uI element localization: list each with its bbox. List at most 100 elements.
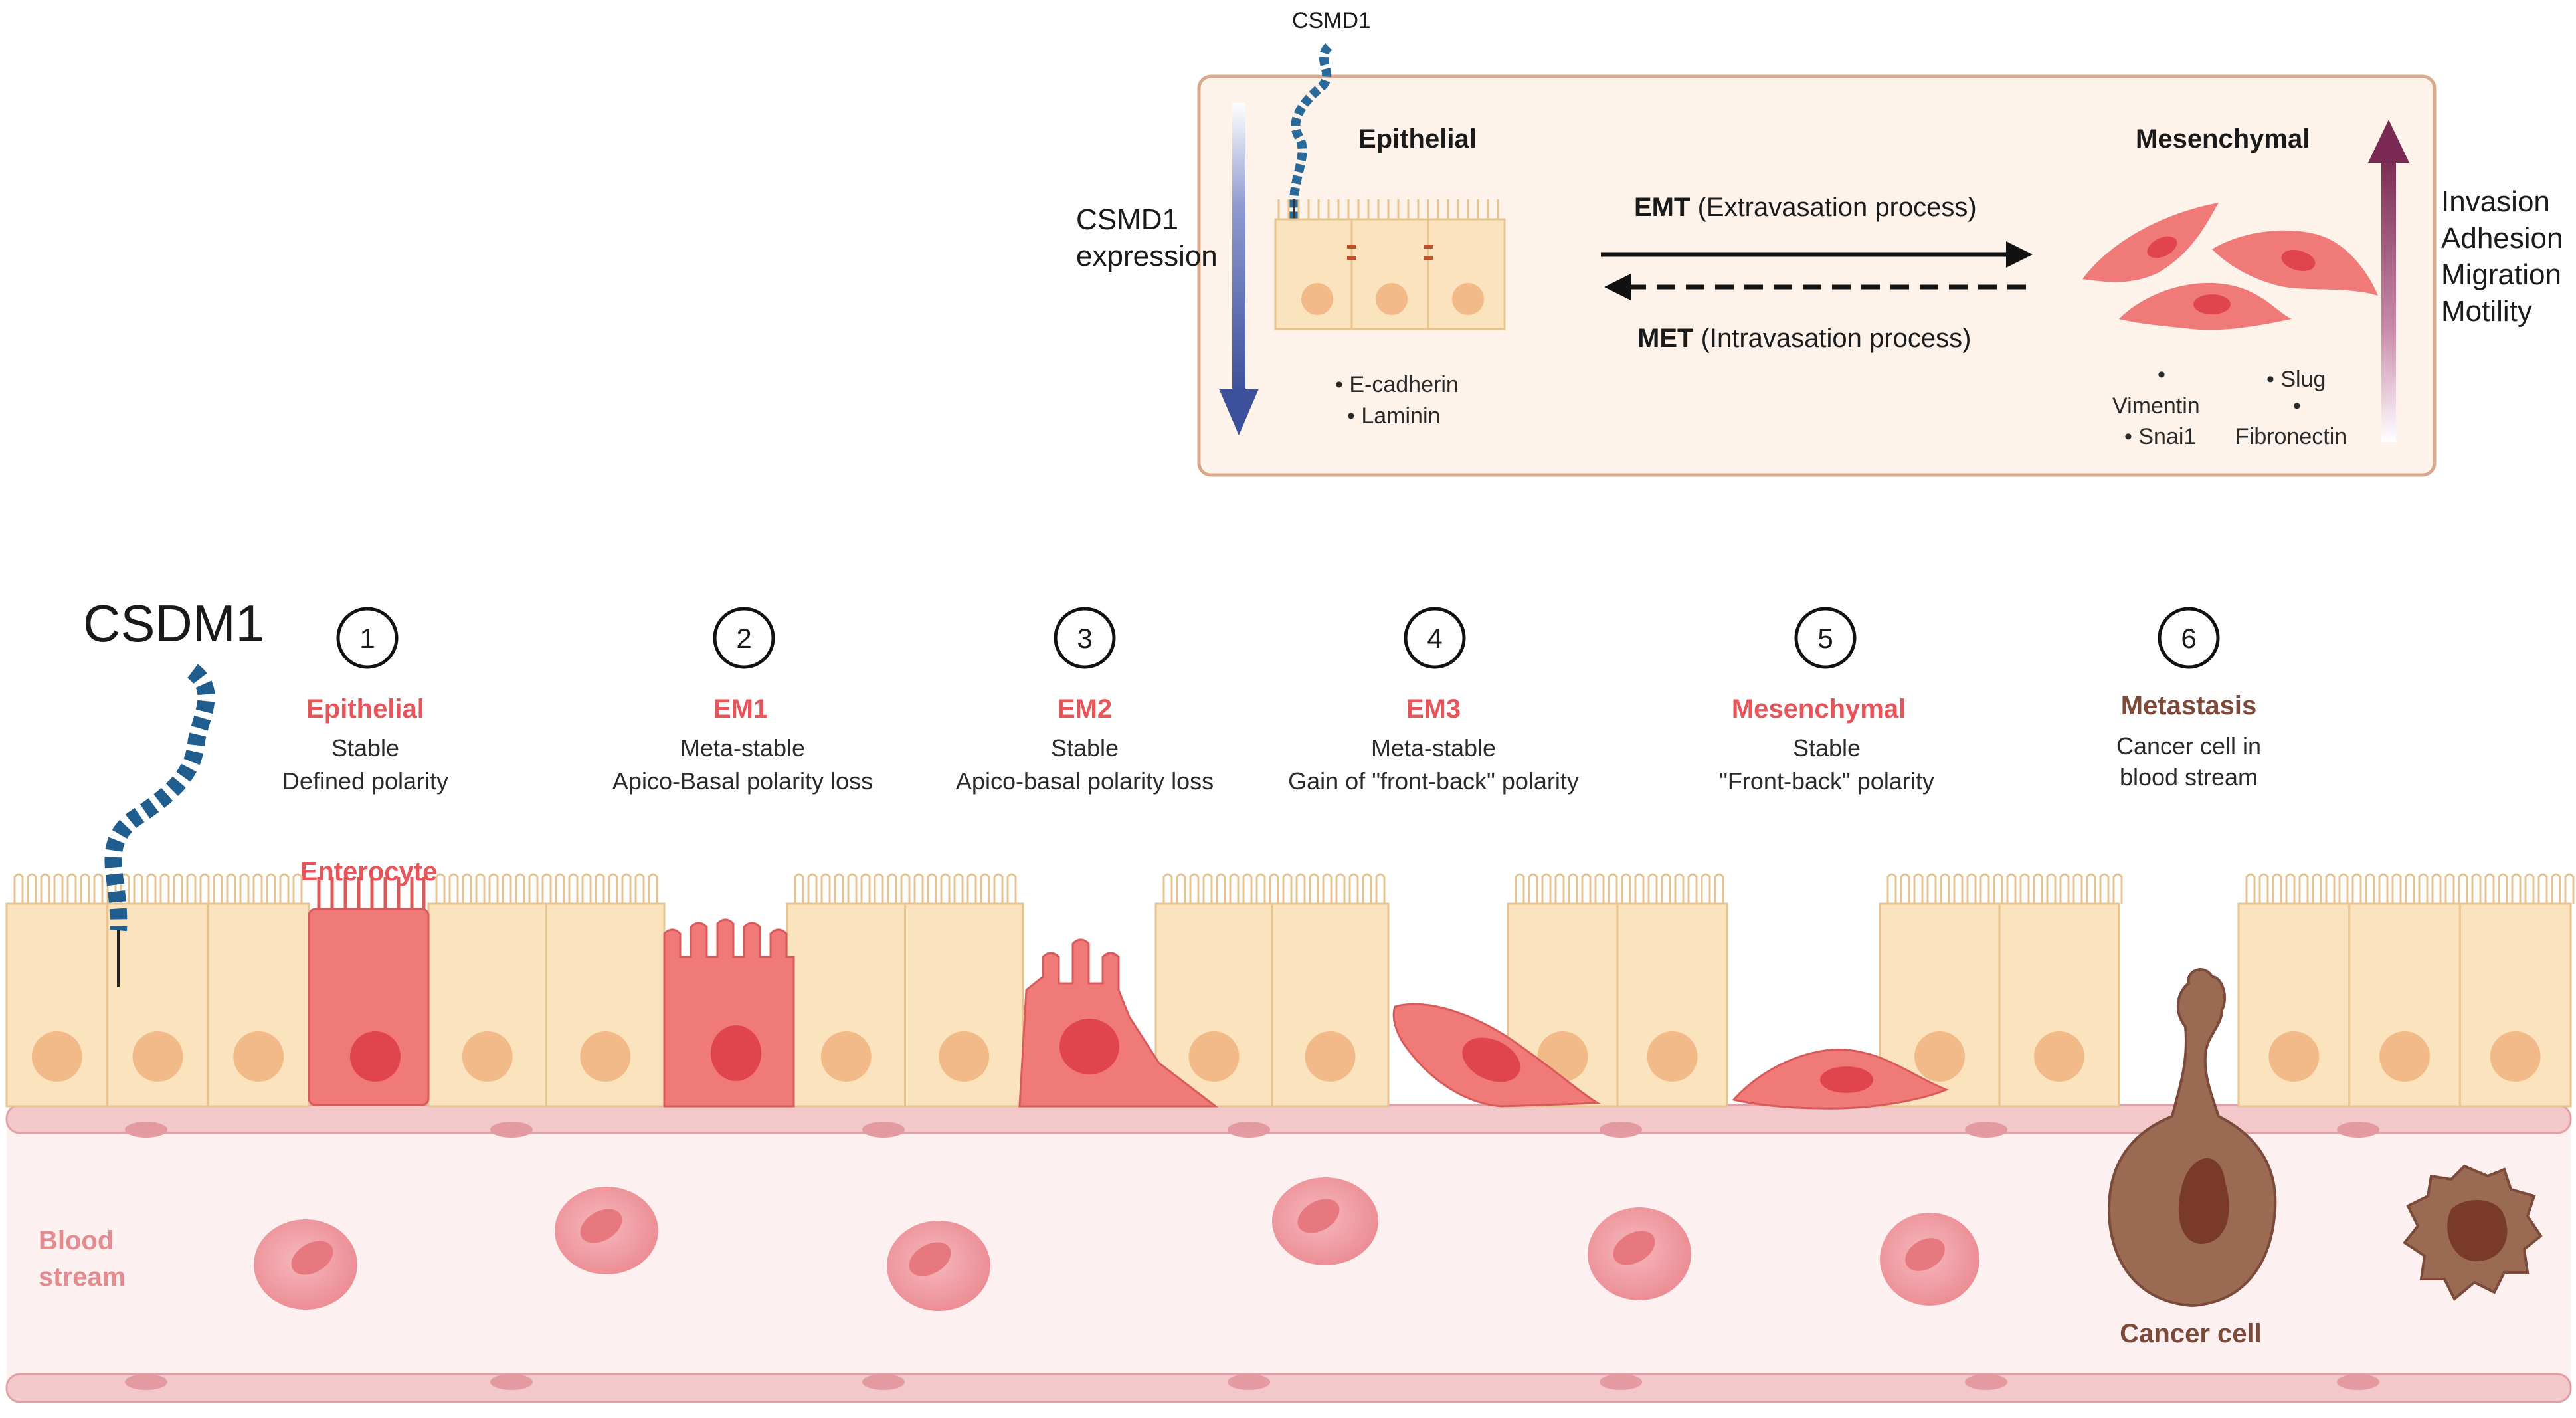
- stage-1-line2: Defined polarity: [282, 767, 448, 795]
- microvillus: [475, 873, 486, 904]
- microvillus: [608, 873, 618, 904]
- microvillus: [159, 873, 170, 904]
- stage-4: 4 EM3 Meta-stable Gain of "front-back" p…: [1288, 607, 1579, 795]
- properties-list: Invasion Adhesion Migration Motility: [2441, 185, 2563, 328]
- cell-nucleus: [939, 1031, 990, 1082]
- stage-2: 2 EM1 Meta-stable Apico-Basal polarity l…: [612, 607, 873, 795]
- rbc: [1880, 1213, 1979, 1306]
- stage-1-number: 1: [359, 623, 375, 654]
- cell-nucleus: [31, 1031, 82, 1082]
- property-motility: Motility: [2441, 295, 2532, 328]
- properties-up-arrow: [2368, 120, 2409, 442]
- cell-nucleus: [2490, 1031, 2541, 1082]
- microvillus: [980, 873, 990, 904]
- microvillus: [488, 873, 499, 904]
- microvillus: [53, 873, 64, 904]
- microvillus: [807, 873, 818, 904]
- microvillus: [874, 873, 884, 904]
- property-invasion: Invasion: [2441, 185, 2550, 218]
- stage-6: 6 Metastasis Cancer cell in blood stream: [2116, 607, 2261, 791]
- microvillus: [2431, 873, 2442, 904]
- microvillus: [1255, 873, 1266, 904]
- microvillus: [213, 873, 223, 904]
- microvillus: [2285, 873, 2296, 904]
- microvillus: [435, 873, 446, 904]
- microvillus: [1269, 873, 1279, 904]
- microvillus: [502, 873, 512, 904]
- endothelial-nuclei-top: [125, 1122, 2379, 1138]
- microvillus: [266, 873, 276, 904]
- marker-fibronectin: Fibronectin: [2235, 424, 2347, 449]
- stage-6-line1: Cancer cell in: [2116, 732, 2261, 760]
- stage-1-title: Epithelial: [306, 694, 424, 724]
- microvillus: [1216, 873, 1226, 904]
- expression-down-arrow: [1219, 103, 1259, 435]
- stage-1: 1 Epithelial Stable Defined polarity: [282, 607, 448, 795]
- stage-3-line1: Stable: [1051, 734, 1119, 761]
- microvillus: [252, 873, 263, 904]
- stage-3-title: EM2: [1058, 694, 1112, 724]
- red-blood-cells: [254, 1177, 1979, 1311]
- microvillus: [820, 873, 831, 904]
- microvillus: [581, 873, 592, 904]
- stage-3: 3 EM2 Stable Apico-basal polarity loss: [956, 607, 1214, 795]
- microvillus: [292, 873, 303, 904]
- em3-cell: [1392, 1003, 1602, 1108]
- microvillus: [2551, 873, 2561, 904]
- stage-5-number: 5: [1817, 623, 1833, 654]
- csmd1-small-label: CSMD1: [1292, 8, 1371, 33]
- cell-nucleus: [580, 1031, 631, 1082]
- stage-2-title: EM1: [713, 694, 768, 724]
- microvillus: [146, 873, 157, 904]
- microvillus: [834, 873, 844, 904]
- circulating-cancer-cell: [2403, 1164, 2543, 1302]
- microvillus: [1674, 873, 1685, 904]
- met-label: MET (Intravasation process): [1637, 324, 1971, 353]
- microvillus: [927, 873, 937, 904]
- epithelium: [5, 873, 2575, 1108]
- microvillus: [1176, 873, 1186, 904]
- microvillus: [1953, 873, 1964, 904]
- cell-nucleus: [132, 1031, 183, 1082]
- microvillus: [1202, 873, 1213, 904]
- microvillus: [27, 873, 37, 904]
- microvillus: [2072, 873, 2083, 904]
- microvillus: [2099, 873, 2110, 904]
- microvillus: [1554, 873, 1565, 904]
- microvillus: [1282, 873, 1293, 904]
- microvillus: [2498, 873, 2508, 904]
- microvillus: [860, 873, 871, 904]
- em1-cell: [663, 918, 795, 1108]
- microvillus: [1608, 873, 1618, 904]
- microvillus: [1189, 873, 1200, 904]
- microvillus: [2258, 873, 2269, 904]
- stage-3-number: 3: [1077, 623, 1092, 654]
- microvillus: [648, 873, 658, 904]
- microvillus: [1966, 873, 1977, 904]
- microvillus: [2245, 873, 2256, 904]
- microvillus: [1348, 873, 1359, 904]
- property-adhesion: Adhesion: [2441, 222, 2563, 254]
- microvillus: [2524, 873, 2535, 904]
- panel-box: [1197, 74, 2437, 477]
- marker-laminin: • Laminin: [1347, 403, 1440, 429]
- microvillus: [2059, 873, 2070, 904]
- cell-nucleus: [2034, 1031, 2084, 1082]
- microvillus: [621, 873, 632, 904]
- microvillus: [940, 873, 951, 904]
- rbc: [1588, 1207, 1691, 1300]
- microvillus: [186, 873, 197, 904]
- microvillus: [1926, 873, 1937, 904]
- microvillus: [2046, 873, 2057, 904]
- microvillus: [1594, 873, 1605, 904]
- microvillus: [2365, 873, 2375, 904]
- microvillus: [953, 873, 964, 904]
- microvillus: [1993, 873, 2003, 904]
- microvillus: [1701, 873, 1711, 904]
- rbc: [887, 1221, 990, 1311]
- microvillus: [2564, 873, 2575, 904]
- microvillus: [80, 873, 90, 904]
- microvillus: [847, 873, 858, 904]
- microvillus: [1634, 873, 1645, 904]
- blood-stream-label-line2: stream: [39, 1263, 126, 1292]
